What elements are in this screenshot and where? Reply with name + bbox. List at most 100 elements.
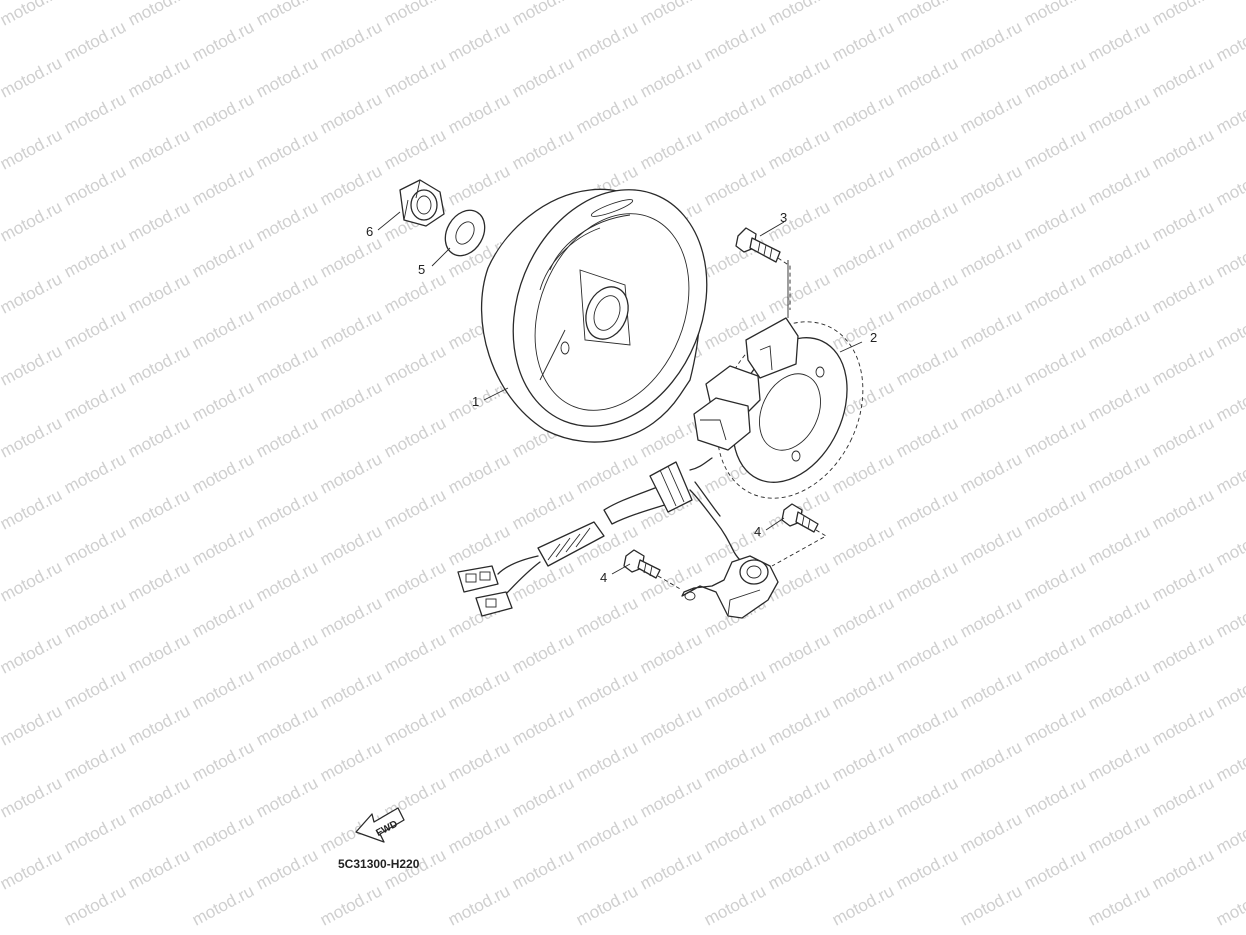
- watermark-text: motod.ru: [957, 881, 1025, 929]
- watermark-text: motod.ru: [1213, 17, 1246, 65]
- watermark-text: motod.ru: [893, 125, 961, 173]
- part-4-bolt-lower[interactable]: [623, 549, 683, 591]
- watermark-text: motod.ru: [0, 0, 65, 30]
- watermark-text: motod.ru: [701, 881, 769, 929]
- watermark-text: motod.ru: [0, 521, 1, 569]
- part-1-rotor[interactable]: [479, 160, 741, 455]
- watermark-text: motod.ru: [61, 89, 129, 137]
- watermark-text: motod.ru: [317, 377, 385, 425]
- watermark-text: motod.ru: [701, 89, 769, 137]
- watermark-text: motod.ru: [637, 773, 705, 821]
- watermark-text: motod.ru: [381, 629, 449, 677]
- watermark-text: motod.ru: [1085, 593, 1153, 641]
- part-4-bolt-upper[interactable]: [771, 503, 827, 567]
- watermark-text: motod.ru: [0, 557, 65, 605]
- part-2-stator[interactable]: [689, 260, 890, 522]
- watermark-text: motod.ru: [573, 809, 641, 857]
- watermark-text: motod.ru: [317, 449, 385, 497]
- watermark-text: motod.ru: [765, 773, 833, 821]
- watermark-text: motod.ru: [61, 881, 129, 929]
- watermark-text: motod.ru: [1085, 665, 1153, 713]
- watermark-text: motod.ru: [381, 269, 449, 317]
- watermark-text: motod.ru: [1213, 161, 1246, 209]
- watermark-text: motod.ru: [61, 233, 129, 281]
- watermark-text: motod.ru: [765, 269, 833, 317]
- pickup-coil[interactable]: [681, 555, 779, 619]
- watermark-text: motod.ru: [61, 161, 129, 209]
- watermark-text: motod.ru: [125, 125, 193, 173]
- watermark-text: motod.ru: [1021, 0, 1089, 30]
- watermark-text: motod.ru: [957, 809, 1025, 857]
- watermark-text: motod.ru: [445, 809, 513, 857]
- watermark-text: motod.ru: [317, 305, 385, 353]
- watermark-text: motod.ru: [957, 593, 1025, 641]
- watermark-text: motod.ru: [1085, 881, 1153, 929]
- watermark-text: motod.ru: [829, 809, 897, 857]
- watermark-text: motod.ru: [829, 881, 897, 929]
- watermark-text: motod.ru: [0, 809, 1, 857]
- watermark-text: motod.ru: [445, 161, 513, 209]
- watermark-text: motod.ru: [125, 197, 193, 245]
- part-6-nut[interactable]: [399, 179, 445, 227]
- watermark-text: motod.ru: [701, 17, 769, 65]
- watermark-text: motod.ru: [829, 521, 897, 569]
- watermark-text: motod.ru: [957, 161, 1025, 209]
- watermark-text: motod.ru: [381, 413, 449, 461]
- watermark-text: motod.ru: [0, 17, 1, 65]
- watermark-text: motod.ru: [0, 161, 1, 209]
- watermark-text: motod.ru: [317, 881, 385, 929]
- watermark-text: motod.ru: [381, 125, 449, 173]
- watermark-text: motod.ru: [317, 17, 385, 65]
- wire-harness[interactable]: [497, 457, 753, 597]
- watermark-text: motod.ru: [61, 593, 129, 641]
- watermark-text: motod.ru: [765, 53, 833, 101]
- watermark-text: motod.ru: [1213, 89, 1246, 137]
- watermark-text: motod.ru: [189, 449, 257, 497]
- watermark-text: motod.ru: [1213, 305, 1246, 353]
- callout-5: 5: [418, 262, 425, 277]
- watermark-text: motod.ru: [893, 701, 961, 749]
- watermark-text: motod.ru: [61, 17, 129, 65]
- watermark-text: motod.ru: [61, 305, 129, 353]
- diagram-code: 5C31300-H220: [338, 857, 420, 871]
- watermark-text: motod.ru: [509, 0, 577, 30]
- watermark-text: motod.ru: [0, 305, 1, 353]
- connector-lower[interactable]: [475, 591, 513, 617]
- watermark-text: motod.ru: [701, 161, 769, 209]
- watermark-text: motod.ru: [765, 845, 833, 893]
- watermark-text: motod.ru: [1213, 809, 1246, 857]
- watermark-text: motod.ru: [189, 161, 257, 209]
- callout-4-lower: 4: [600, 570, 607, 585]
- watermark-text: motod.ru: [445, 89, 513, 137]
- watermark-text: motod.ru: [1149, 773, 1217, 821]
- watermark-text: motod.ru: [189, 305, 257, 353]
- watermark-text: motod.ru: [957, 89, 1025, 137]
- watermark-text: motod.ru: [509, 701, 577, 749]
- watermark-text: motod.ru: [893, 773, 961, 821]
- part-3-bolt[interactable]: [735, 227, 791, 310]
- part-5-washer[interactable]: [437, 203, 492, 263]
- watermark-text: motod.ru: [445, 521, 513, 569]
- watermark-text: motod.ru: [1149, 413, 1217, 461]
- watermark-text: motod.ru: [125, 485, 193, 533]
- watermark-text: motod.ru: [1085, 809, 1153, 857]
- watermark-text: motod.ru: [61, 377, 129, 425]
- watermark-text: motod.ru: [829, 737, 897, 785]
- connector-upper[interactable]: [457, 565, 499, 593]
- watermark-text: motod.ru: [189, 89, 257, 137]
- watermark-text: motod.ru: [445, 737, 513, 785]
- watermark-text: motod.ru: [1149, 197, 1217, 245]
- watermark-text: motod.ru: [0, 629, 65, 677]
- watermark-text: motod.ru: [509, 125, 577, 173]
- watermark-text: motod.ru: [0, 413, 65, 461]
- watermark-text: motod.ru: [1021, 341, 1089, 389]
- watermark-text: motod.ru: [0, 593, 1, 641]
- watermark-text: motod.ru: [125, 629, 193, 677]
- watermark-text: motod.ru: [957, 665, 1025, 713]
- watermark-text: motod.ru: [573, 89, 641, 137]
- watermark-text: motod.ru: [1021, 701, 1089, 749]
- watermark-text: motod.ru: [61, 665, 129, 713]
- watermark-text: motod.ru: [253, 197, 321, 245]
- watermark-text: motod.ru: [125, 341, 193, 389]
